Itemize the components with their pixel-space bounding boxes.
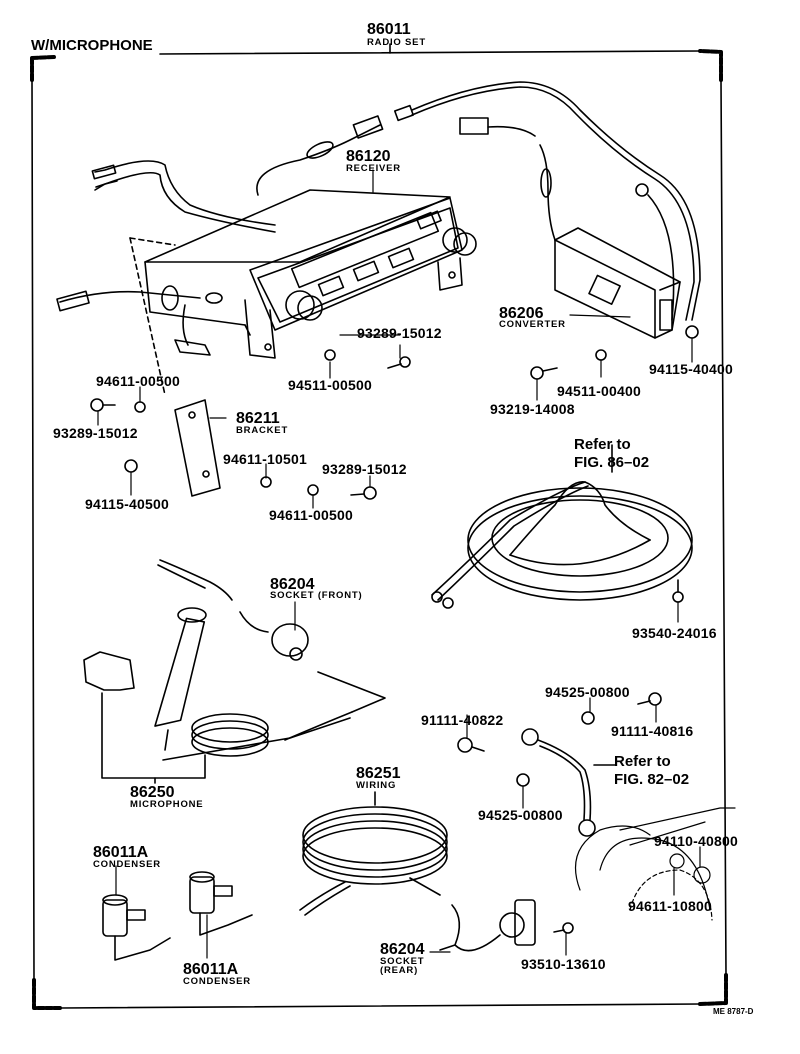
fastener-label: 93289-15012 (357, 325, 442, 341)
wiring-part-name: WIRING (356, 780, 397, 791)
bracket-part-number: 86211 (236, 410, 280, 427)
microphone-part-name: MICROPHONE (130, 799, 204, 810)
receiver-part-name: RECEIVER (346, 163, 401, 174)
condenser-2-part-name: CONDENSER (183, 976, 251, 987)
fastener-label: 93510-13610 (521, 956, 606, 972)
condenser-illustration (102, 871, 253, 961)
fastener-label: 94611-00500 (96, 373, 180, 389)
bracket-illustration (174, 399, 221, 497)
speaker-illustration (431, 444, 693, 609)
fastener-label: 93289-15012 (53, 425, 138, 441)
condenser-1-part-number: 86011A (93, 844, 149, 861)
converter-part-number: 86206 (499, 305, 544, 322)
fastener-label: 94110-40800 (654, 833, 738, 849)
socket-front-part-name: SOCKET (FRONT) (270, 590, 363, 601)
alternator-illustration (574, 807, 736, 921)
microphone-part-number: 86250 (130, 784, 175, 801)
diagram-frame (30, 43, 728, 1010)
antenna-cable-icon (91, 81, 701, 321)
ground-strap-reference-line1: Refer to (614, 753, 671, 770)
fastener-label: 94115-40500 (85, 496, 169, 512)
fastener-label: 91111-40822 (421, 712, 504, 728)
receiver-illustration (56, 189, 477, 396)
fastener-label: 93540-24016 (632, 625, 717, 641)
wiring-harness-illustration (299, 791, 448, 916)
fastener-label: 91111-40816 (611, 723, 694, 739)
condenser-2-part-number: 86011A (183, 961, 239, 978)
speaker-reference-line2: FIG. 86–02 (574, 454, 650, 471)
bracket-part-name: BRACKET (236, 425, 289, 436)
fastener-icons (90, 325, 699, 934)
fastener-label: 94115-40400 (649, 361, 733, 377)
receiver-part-number: 86120 (346, 148, 391, 165)
fastener-label: 94525-00800 (545, 684, 630, 700)
socket-rear-part-number: 86204 (380, 941, 425, 958)
socket-rear-part-qualifier: (REAR) (380, 965, 419, 976)
fastener-label: 94611-10800 (628, 898, 712, 914)
assembly-part-number: 86011 (367, 21, 411, 38)
drawing-code: ME 8787-D (713, 1007, 754, 1016)
variant-heading: W/MICROPHONE (31, 37, 153, 54)
fastener-label: 94511-00400 (557, 383, 641, 399)
converter-part-name: CONVERTER (499, 319, 566, 330)
socket-rear-illustration (439, 899, 536, 952)
fastener-label: 94611-10501 (223, 451, 307, 467)
speaker-reference-line1: Refer to (574, 436, 631, 453)
fastener-label: 94611-00500 (269, 507, 353, 523)
leader-lines (97, 169, 701, 959)
fastener-label: 93289-15012 (322, 461, 407, 477)
assembly-part-name: RADIO SET (367, 37, 426, 48)
microphone-illustration (83, 559, 386, 784)
wiring-part-number: 86251 (356, 765, 401, 782)
fastener-label: 94511-00500 (288, 377, 372, 393)
fastener-label: 94525-00800 (478, 807, 563, 823)
socket-front-part-number: 86204 (270, 576, 315, 593)
fastener-label: 93219-14008 (490, 401, 575, 417)
converter-illustration (554, 227, 681, 339)
ground-strap-illustration (521, 728, 616, 837)
socket-rear-part-name: SOCKET (380, 956, 425, 967)
condenser-1-part-name: CONDENSER (93, 859, 161, 870)
ground-strap-reference-line2: FIG. 82–02 (614, 771, 690, 788)
